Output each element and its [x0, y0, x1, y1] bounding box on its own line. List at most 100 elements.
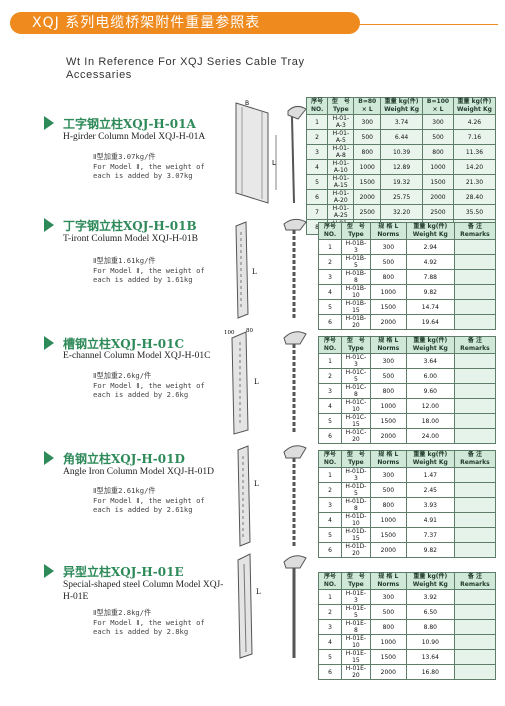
- table-cell: H-01C-20: [341, 428, 371, 444]
- col-no: 序号 NO.: [318, 450, 342, 468]
- table-cell: 2: [305, 129, 329, 145]
- table-cell: [453, 314, 497, 330]
- table-cell: 8.80: [405, 619, 455, 635]
- table-cell: 500: [369, 254, 407, 270]
- table-cell: 6: [305, 189, 329, 205]
- table-cell: H-01-A-15: [327, 174, 355, 190]
- col-b80: B=80 × L: [353, 97, 382, 115]
- col-weight: 重量 kg(件) Weight Kg: [405, 450, 455, 468]
- table-cell: 7.88: [405, 269, 455, 285]
- table-cell: [453, 284, 497, 300]
- table-cell: H-01-A-8: [327, 144, 355, 160]
- section-c-table: 序号 NO. 型 号 Type 规 格 L Norms 重量 kg(件) Wei…: [318, 336, 497, 444]
- table-cell: H-01B-10: [341, 284, 371, 300]
- table-cell: 2500: [353, 204, 382, 220]
- table-cell: 19.32: [380, 174, 424, 190]
- table-cell: H-01D-8: [341, 497, 371, 513]
- table-cell: 5: [318, 527, 342, 543]
- table-cell: 4: [318, 634, 342, 650]
- table-cell: H-01E-5: [341, 604, 371, 620]
- section-b-name: T-iront Column Model XQJ-H-01B: [63, 234, 199, 244]
- table-cell: [453, 353, 497, 369]
- table-cell: 1: [305, 114, 329, 130]
- h-girder-column-drawing: B L: [235, 100, 307, 204]
- table-cell: H-01E-10: [341, 634, 371, 650]
- col-type: 型 号 Type: [341, 572, 371, 590]
- table-cell: 4: [318, 512, 342, 528]
- table-cell: H-01D-15: [341, 527, 371, 543]
- table-cell: 6: [318, 542, 342, 558]
- subtitle-line-2: Accessaries: [66, 69, 132, 81]
- col-no: 序号 NO.: [318, 572, 342, 590]
- table-cell: H-01D-10: [341, 512, 371, 528]
- table-cell: 7.16: [452, 129, 497, 145]
- table-cell: H-01C-15: [341, 413, 371, 429]
- table-cell: 10.39: [380, 144, 424, 160]
- table-cell: 2000: [369, 542, 407, 558]
- col-remarks: 备 注 Remarks: [453, 450, 497, 468]
- col-remarks: 备 注 Remarks: [453, 222, 497, 240]
- section-d-note: Ⅱ型加重2.61kg/件 For Model Ⅱ, the weight of …: [93, 486, 205, 514]
- table-cell: H-01D-20: [341, 542, 371, 558]
- table-cell: H-01B-20: [341, 314, 371, 330]
- t-iron-column-drawing: L: [235, 218, 307, 319]
- table-cell: 1: [318, 467, 342, 483]
- table-cell: 24.00: [405, 428, 455, 444]
- table-cell: 4: [318, 398, 342, 414]
- drawing-label-l: L: [254, 378, 259, 386]
- section-e-note: Ⅱ型加重2.8kg/件 For Model Ⅱ, the weight of e…: [93, 608, 205, 636]
- section-a-table: 序号 NO. 型 号 Type B=80 × L 重量 kg(件) Weight…: [305, 97, 497, 235]
- table-cell: 1500: [369, 649, 407, 665]
- drawing-label-l: L: [256, 588, 261, 596]
- table-cell: [453, 619, 497, 635]
- table-header-row: 序号 NO. 型 号 Type B=80 × L 重量 kg(件) Weight…: [305, 97, 497, 115]
- table-cell: [453, 299, 497, 315]
- table-cell: 500: [353, 129, 382, 145]
- table-cell: 35.50: [452, 204, 497, 220]
- table-cell: 7.37: [405, 527, 455, 543]
- section-c-name: E-channel Column Model XQJ-H-01C: [63, 351, 211, 361]
- angle-iron-column-drawing: L: [237, 445, 307, 547]
- table-cell: 12.00: [405, 398, 455, 414]
- table-cell: 1000: [422, 159, 454, 175]
- page-title: XQJ 系列电缆桥架附件重量参照表: [32, 15, 261, 31]
- section-a-name: H-girder Column Model XQJ-H-01A: [63, 132, 206, 142]
- table-cell: 1000: [369, 398, 407, 414]
- table-cell: H-01E-20: [341, 664, 371, 680]
- table-cell: H-01D-3: [341, 467, 371, 483]
- table-cell: 300: [369, 239, 407, 255]
- table-cell: 2: [318, 368, 342, 384]
- table-cell: [453, 368, 497, 384]
- table-cell: 16.80: [405, 664, 455, 680]
- table-cell: 19.64: [405, 314, 455, 330]
- table-cell: 300: [422, 114, 454, 130]
- table-cell: 4: [318, 284, 342, 300]
- table-cell: 2000: [369, 428, 407, 444]
- col-no: 序号 NO.: [318, 222, 342, 240]
- table-cell: 300: [369, 353, 407, 369]
- section-b-note: Ⅱ型加重1.61kg/件 For Model Ⅱ, the weight of …: [93, 256, 205, 284]
- table-cell: 2500: [422, 204, 454, 220]
- table-cell: 9.82: [405, 542, 455, 558]
- col-type: 型 号 Type: [327, 97, 355, 115]
- table-cell: 32.20: [380, 204, 424, 220]
- col-type: 型 号 Type: [341, 450, 371, 468]
- section-b-table: 序号 NO. 型 号 Type 规 格 L Norms 重量 kg(件) Wei…: [318, 222, 497, 330]
- table-cell: 18.00: [405, 413, 455, 429]
